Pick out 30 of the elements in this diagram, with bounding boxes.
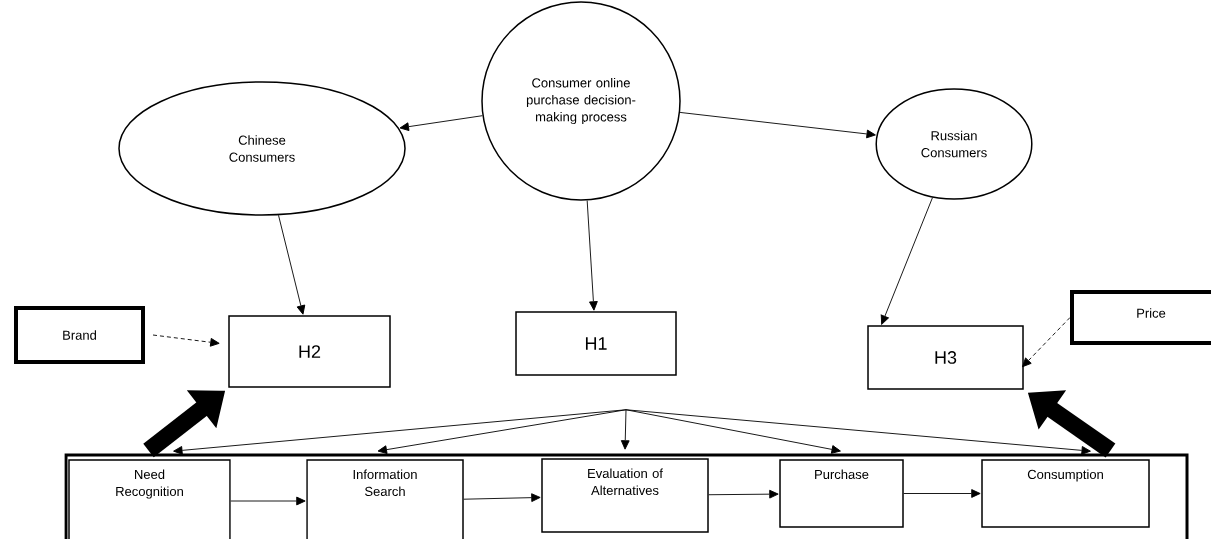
arrow: [1022, 317, 1071, 368]
arrow: [903, 489, 981, 498]
arrow: [399, 115, 483, 132]
arrow: [586, 200, 598, 311]
stage-box: Evaluation of Alternatives: [541, 458, 709, 533]
arrow: [625, 409, 1091, 455]
arrow: [152, 334, 220, 347]
stage-box: Need Recognition: [68, 459, 231, 539]
arrow: [679, 112, 876, 139]
arrow: [278, 214, 306, 315]
factor-box: Price: [1070, 290, 1211, 345]
arrow: [377, 409, 627, 454]
ellipse-node: Russian Consumers: [875, 88, 1033, 200]
arrow: [463, 493, 541, 502]
stage-frame: [64, 453, 1189, 539]
arrow: [230, 496, 306, 506]
factor-box: Brand: [14, 306, 145, 364]
hypothesis-box: H3: [867, 325, 1024, 390]
hypothesis-box: H2: [228, 315, 391, 388]
ellipse-node: Chinese Consumers: [118, 81, 406, 216]
arrow: [625, 409, 841, 454]
stage-box: Information Search: [306, 459, 464, 539]
stage-box: Consumption: [981, 459, 1150, 528]
arrow: [708, 489, 779, 499]
arrow: [173, 409, 627, 455]
arrow: [880, 197, 933, 325]
hypothesis-box: H1: [515, 311, 677, 376]
arrow: [620, 409, 630, 450]
stage-box: Purchase: [779, 459, 904, 528]
circle-node: Consumer online purchase decision-making process: [481, 1, 681, 201]
